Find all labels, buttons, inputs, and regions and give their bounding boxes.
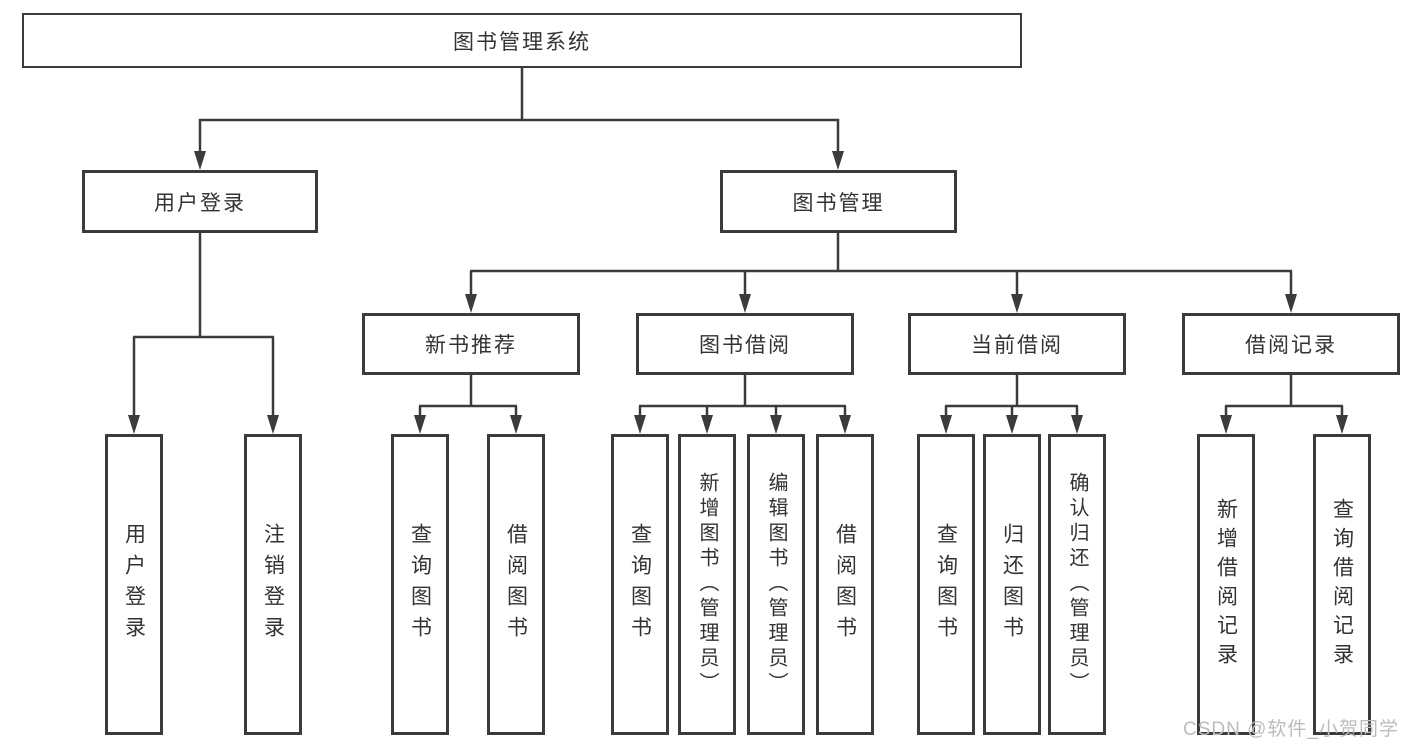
leaf-label: 新增图书（管理员） <box>696 472 718 697</box>
leaf-label: 查询借阅记录 <box>1330 497 1354 672</box>
leaf-query-books-recommend: 查询图书 <box>391 434 449 735</box>
leaf-edit-books-admin: 编辑图书（管理员） <box>747 434 805 735</box>
node-label: 用户登录 <box>154 191 246 215</box>
leaf-label: 归还图书 <box>1000 522 1024 647</box>
leaf-confirm-return-admin: 确认归还（管理员） <box>1048 434 1106 735</box>
leaf-label: 注销登录 <box>261 522 285 647</box>
leaf-label: 新增借阅记录 <box>1214 497 1238 672</box>
leaf-label: 编辑图书（管理员） <box>765 472 787 697</box>
node-label: 借阅记录 <box>1245 334 1337 357</box>
csdn-watermark: CSDN @软件_小贺同学 <box>1183 719 1399 740</box>
leaf-query-books-current: 查询图书 <box>917 434 975 735</box>
leaf-label: 查询图书 <box>934 522 958 647</box>
node-library-management-system: 图书管理系统 <box>22 13 1022 68</box>
leaf-query-books-borrowing: 查询图书 <box>611 434 669 735</box>
leaf-add-books-admin: 新增图书（管理员） <box>678 434 736 735</box>
node-label: 图书借阅 <box>699 334 791 357</box>
node-label: 新书推荐 <box>425 334 517 357</box>
arrowheads <box>128 151 1348 434</box>
leaf-label: 用户登录 <box>122 522 146 647</box>
node-label: 当前借阅 <box>971 334 1063 357</box>
node-label: 图书管理系统 <box>453 30 591 54</box>
leaf-logout: 注销登录 <box>244 434 302 735</box>
node-label: 图书管理 <box>792 191 885 215</box>
leaf-label: 借阅图书 <box>833 522 857 647</box>
node-user-login: 用户登录 <box>82 170 318 233</box>
leaf-add-borrow-record: 新增借阅记录 <box>1197 434 1255 735</box>
leaf-query-borrow-record: 查询借阅记录 <box>1313 434 1371 735</box>
leaf-borrow-books-borrowing: 借阅图书 <box>816 434 874 735</box>
leaf-return-books: 归还图书 <box>983 434 1041 735</box>
leaf-label: 借阅图书 <box>504 522 528 647</box>
node-book-management: 图书管理 <box>720 170 957 233</box>
node-current-borrowing: 当前借阅 <box>908 313 1126 375</box>
node-borrowing-records: 借阅记录 <box>1182 313 1400 375</box>
leaf-borrow-books-recommend: 借阅图书 <box>487 434 545 735</box>
node-new-book-recommend: 新书推荐 <box>362 313 580 375</box>
leaf-label: 查询图书 <box>408 522 432 647</box>
leaf-user-login: 用户登录 <box>105 434 163 735</box>
leaf-label: 查询图书 <box>628 522 652 647</box>
leaf-label: 确认归还（管理员） <box>1066 472 1088 697</box>
node-book-borrowing: 图书借阅 <box>636 313 854 375</box>
